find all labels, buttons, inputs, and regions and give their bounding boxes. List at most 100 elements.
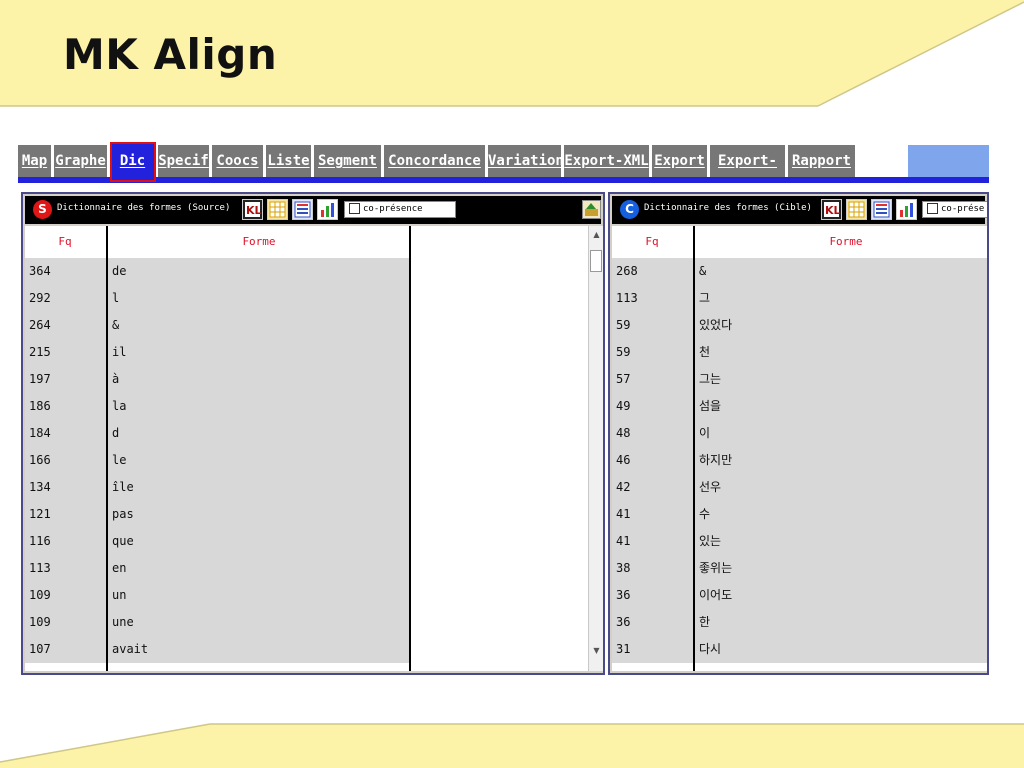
fq-cell: 186: [25, 393, 106, 420]
column-header-fq[interactable]: Fq: [58, 235, 72, 248]
fq-cell: 59: [612, 339, 693, 366]
forme-cell: 이: [695, 420, 987, 447]
scroll-thumb[interactable]: [590, 250, 602, 272]
fq-cell: 121: [25, 501, 106, 528]
forme-cell: île: [108, 474, 409, 501]
chart-icon[interactable]: [896, 199, 917, 220]
tab-concordance[interactable]: Concordance: [384, 145, 486, 177]
tab-specif[interactable]: Specif: [158, 145, 210, 177]
forme-cell: en: [108, 555, 409, 582]
scroll-down-icon[interactable]: ▼: [593, 646, 600, 655]
tab-map[interactable]: Map: [18, 145, 52, 177]
table-row[interactable]: 268&: [612, 258, 987, 285]
forme-cell: d: [108, 420, 409, 447]
fq-cell: 113: [25, 555, 106, 582]
tab-liste[interactable]: Liste: [266, 145, 312, 177]
forme-cell: 있는: [695, 528, 987, 555]
fq-cell: 38: [612, 555, 693, 582]
source-panel-title: Dictionnaire des formes (Source): [57, 203, 231, 213]
source-scrollbar[interactable]: ▲ ▼: [588, 226, 603, 671]
fq-cell: 292: [25, 285, 106, 312]
kwic-icon[interactable]: KL: [242, 199, 263, 220]
tab-graphe[interactable]: Graphe: [54, 145, 108, 177]
column-header-forme[interactable]: Forme: [242, 235, 276, 248]
forme-cell: le: [108, 447, 409, 474]
target-panel-title: Dictionnaire des formes (Cible): [644, 203, 812, 213]
checkbox-box[interactable]: [927, 203, 938, 214]
table-row[interactable]: 264&: [25, 312, 588, 339]
forme-cell: un: [108, 582, 409, 609]
tab-coocs[interactable]: Coocs: [212, 145, 264, 177]
scroll-up-icon[interactable]: ▲: [593, 230, 600, 239]
source-toolbar: S Dictionnaire des formes (Source) KL co…: [25, 196, 601, 224]
list-icon[interactable]: [292, 199, 313, 220]
upload-icon[interactable]: [582, 200, 601, 219]
co-presence-checkbox[interactable]: co-prése: [922, 201, 987, 218]
checkbox-box[interactable]: [349, 203, 360, 214]
fq-cell: 166: [25, 447, 106, 474]
fq-cell: 41: [612, 528, 693, 555]
chart-icon[interactable]: [317, 199, 338, 220]
bottom-yellow-band: [0, 724, 1024, 768]
tab-rapport[interactable]: Rapport: [788, 145, 856, 177]
co-presence-checkbox[interactable]: co-présence: [344, 201, 456, 218]
tab-export[interactable]: Export: [652, 145, 708, 177]
tab-export-l3[interactable]: Export-L3: [710, 145, 786, 201]
fq-cell: 215: [25, 339, 106, 366]
fq-cell: 264: [25, 312, 106, 339]
tab-export-xml[interactable]: Export-XML: [564, 145, 650, 177]
tab-dic[interactable]: Dic: [110, 142, 156, 182]
top-yellow-band: [0, 0, 1024, 106]
fq-cell: 46: [612, 447, 693, 474]
fq-cell: 36: [612, 582, 693, 609]
fq-cell: 41: [612, 501, 693, 528]
column-header-fq[interactable]: Fq: [645, 235, 659, 248]
forme-cell: &: [695, 258, 987, 285]
tab-segment[interactable]: Segment: [314, 145, 382, 177]
target-toolbar: C Dictionnaire des formes (Cible) KL co-…: [612, 196, 987, 224]
kwic-icon[interactable]: KL: [821, 199, 842, 220]
forme-cell: 이어도: [695, 582, 987, 609]
grid-icon[interactable]: [846, 199, 867, 220]
fq-cell: 48: [612, 420, 693, 447]
source-panel: S Dictionnaire des formes (Source) KL co…: [21, 192, 605, 675]
list-icon[interactable]: [871, 199, 892, 220]
column-header-forme[interactable]: Forme: [829, 235, 863, 248]
forme-cell: la: [108, 393, 409, 420]
fq-cell: 57: [612, 366, 693, 393]
grid-icon[interactable]: [267, 199, 288, 220]
tab-variation[interactable]: Variation: [488, 145, 564, 177]
forme-cell: à: [108, 366, 409, 393]
